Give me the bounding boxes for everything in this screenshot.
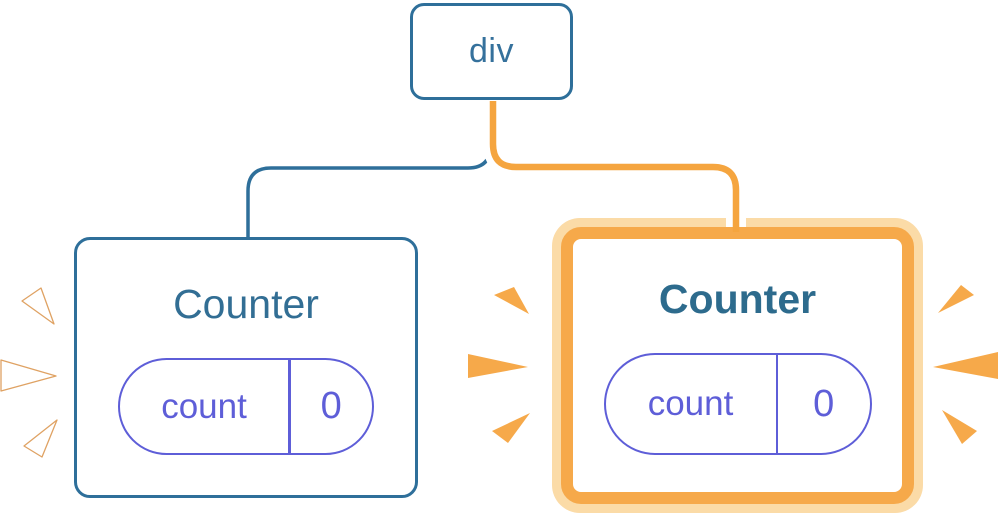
- glow-ray-icon: [468, 354, 528, 378]
- fading-burst-rays: [0, 287, 58, 458]
- pill-divider: [775, 355, 778, 453]
- blue-connector-line: [246, 101, 493, 240]
- fade-ray-icon: [0, 359, 57, 392]
- glow-ray-icon: [938, 285, 974, 313]
- fade-ray-icon: [23, 419, 58, 458]
- counter-card-right: Counter count 0: [561, 227, 914, 504]
- state-pill: count 0: [118, 358, 374, 455]
- root-node-label: div: [469, 32, 514, 70]
- counter-card-left: Counter count 0: [74, 237, 418, 498]
- counter-title: Counter: [658, 276, 817, 322]
- fade-ray-icon: [21, 287, 55, 325]
- state-key-label: count: [647, 384, 734, 423]
- highlight-connector-line: [489, 101, 740, 232]
- pill-divider: [288, 360, 291, 453]
- root-node: div: [410, 3, 573, 100]
- counter-title: Counter: [173, 281, 319, 327]
- glow-ray-icon: [494, 287, 529, 314]
- counter-card-right-glow-ring: Counter count 0: [552, 218, 923, 513]
- state-value: 0: [320, 385, 342, 427]
- glow-ray-icon: [933, 352, 998, 379]
- state-value: 0: [813, 382, 835, 425]
- highlight-connector-casing: [483, 101, 746, 227]
- glow-burst-rays-left: [468, 287, 530, 443]
- glow-ray-icon: [942, 410, 977, 444]
- glow-burst-rays-right: [933, 285, 998, 444]
- state-key-label: count: [161, 386, 247, 426]
- glow-ray-icon: [492, 413, 530, 443]
- state-pill: count 0: [603, 353, 872, 455]
